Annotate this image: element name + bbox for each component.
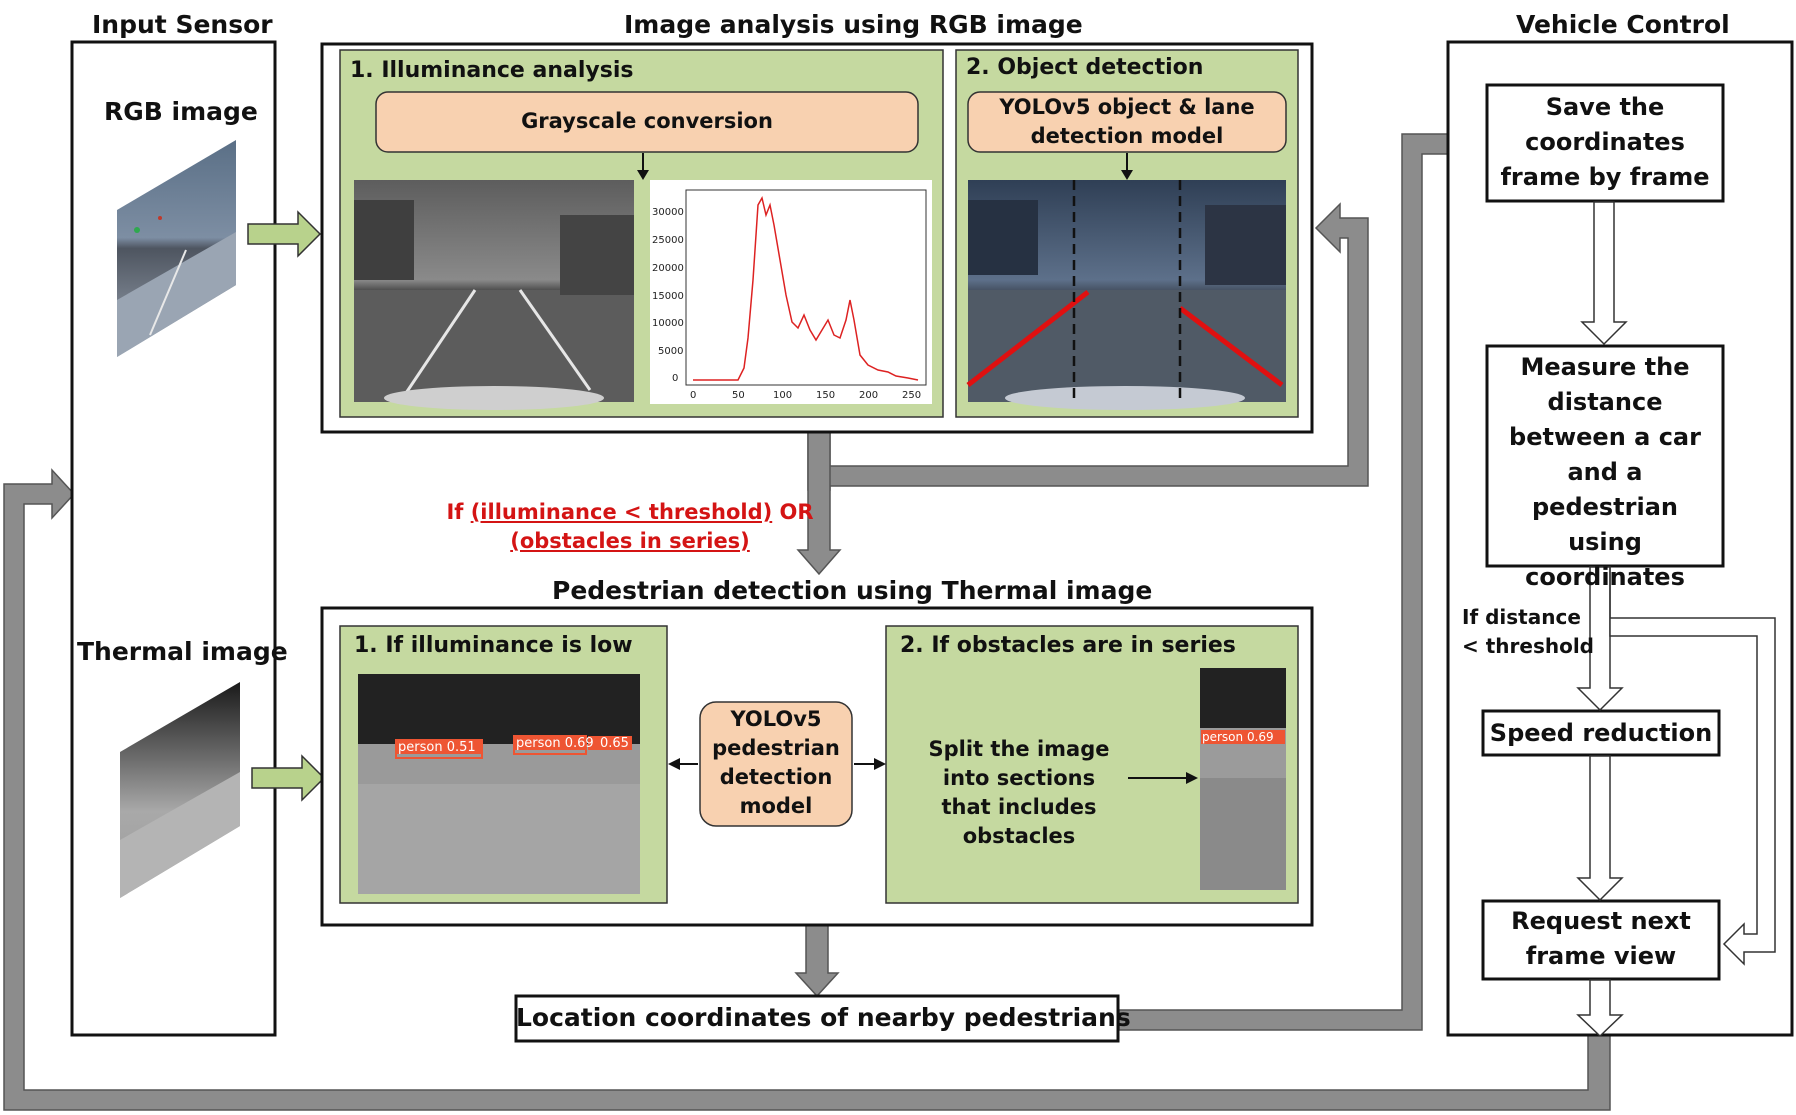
condition-illuminance: (illuminance < threshold)	[470, 500, 773, 524]
hist-ytick-30000: 30000	[652, 207, 684, 218]
hist-xtick-0: 0	[690, 390, 697, 401]
hist-xtick-150: 150	[816, 390, 836, 401]
hist-ytick-20000: 20000	[652, 263, 684, 274]
lane-detection-image	[966, 180, 1286, 410]
save-label: Save the coordinates frame by frame	[1500, 93, 1710, 191]
grayscale-box	[375, 91, 919, 153]
control-flow-arrows	[1576, 201, 1776, 1038]
yolo-pedestrian-box	[699, 701, 853, 827]
detection-label-4: person 0.69	[1202, 730, 1274, 744]
input-sensor-title: Input Sensor	[92, 10, 273, 39]
measure-label: Measure the distance between a car and a…	[1509, 353, 1701, 591]
thermal-thumbnail	[120, 682, 240, 898]
condition-text: If (illuminance < threshold) OR (obstacl…	[440, 498, 820, 556]
thermal-input-arrow	[251, 754, 326, 802]
if-distance-label: If distance < threshold	[1462, 605, 1595, 658]
hist-ytick-5000: 5000	[658, 346, 684, 357]
thermal-detection-title: Pedestrian detection using Thermal image	[552, 576, 1153, 605]
condition-obstacles: (obstacles in series)	[510, 529, 750, 553]
coordinates-label: Location coordinates of nearby pedestria…	[516, 1003, 1131, 1032]
grayscale-street-image	[354, 180, 634, 410]
speed-box	[1481, 709, 1721, 757]
histogram-plot	[650, 180, 932, 404]
yolo-lane-box	[967, 91, 1287, 153]
rgb-to-thermal-arrow	[796, 431, 842, 576]
detection-label-3: 0.65	[600, 736, 629, 751]
low-illuminance-title: 1. If illuminance is low	[354, 633, 633, 658]
grayscale-box-label: Grayscale conversion	[521, 109, 773, 133]
series-title: 2. If obstacles are in series	[900, 633, 1236, 658]
hist-ytick-15000: 15000	[652, 291, 684, 302]
condition-if: If	[446, 500, 464, 524]
hist-ytick-25000: 25000	[652, 235, 684, 246]
vehicle-control-title: Vehicle Control	[1516, 10, 1730, 39]
yolo-pedestrian-label: YOLOv5 pedestrian detection model	[712, 707, 840, 818]
series-thermal-image	[1200, 668, 1286, 890]
rgb-input-arrow	[247, 210, 322, 258]
hist-ytick-0: 0	[672, 373, 679, 384]
rgb-thumbnail	[117, 140, 236, 357]
detection-label-1: person 0.51	[398, 740, 476, 755]
hist-xtick-250: 250	[902, 390, 922, 401]
hist-ytick-10000: 10000	[652, 318, 684, 329]
speed-label: Speed reduction	[1489, 719, 1713, 747]
request-box	[1481, 899, 1721, 981]
thermal-image-label: Thermal image	[77, 637, 288, 666]
feedback-loop-arrow	[3, 468, 1611, 1111]
save-box	[1485, 83, 1725, 203]
illuminance-panel-title: 1. Illuminance analysis	[350, 58, 634, 83]
thermal-to-coords-arrow	[794, 924, 840, 998]
yolo-lane-box-label: YOLOv5 object & lane detection model	[999, 95, 1255, 148]
coordinates-box	[514, 994, 1120, 1043]
object-detection-panel-title: 2. Object detection	[966, 55, 1204, 80]
hist-xtick-100: 100	[773, 390, 793, 401]
split-image-text: Split the image into sections that inclu…	[928, 737, 1110, 848]
rgb-analysis-title: Image analysis using RGB image	[624, 10, 1083, 39]
condition-or: OR	[779, 500, 814, 524]
hist-xtick-50: 50	[732, 390, 745, 401]
thermal-detection-image	[358, 674, 640, 894]
detection-label-2: person 0.69	[516, 736, 594, 751]
hist-xtick-200: 200	[859, 390, 879, 401]
request-label: Request next frame view	[1511, 907, 1691, 970]
measure-box	[1485, 344, 1725, 568]
rgb-image-label: RGB image	[104, 97, 258, 126]
